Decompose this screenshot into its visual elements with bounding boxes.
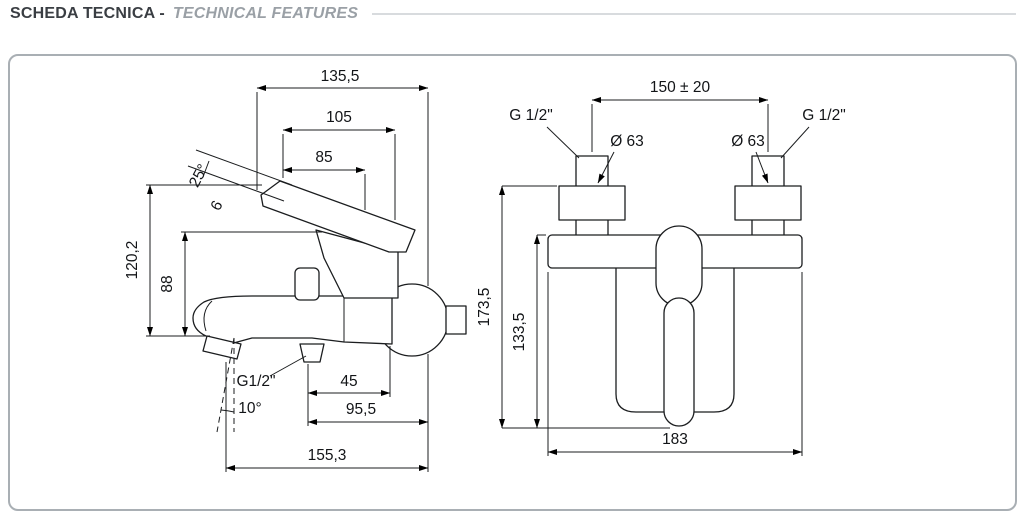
side-view-dimensions: 135,5 105 85 25° 6 120,2 88 xyxy=(124,68,429,472)
left-flange xyxy=(558,185,626,221)
front-view-dimensions: 150 ± 20 G 1/2" G 1/2" Ø 63 Ø 63 173,5 1… xyxy=(476,79,846,456)
thread-label-side: G1/2" xyxy=(236,373,275,390)
dim-45-label: 45 xyxy=(340,373,357,390)
dim-85-label: 85 xyxy=(315,149,332,166)
dim-183-label: 183 xyxy=(662,431,688,448)
right-nipple xyxy=(751,155,785,189)
side-view xyxy=(192,180,467,363)
right-flange xyxy=(734,185,802,221)
header: SCHEDA TECNICA - TECHNICAL FEATURES xyxy=(10,5,1016,23)
dim-150-label: 150 ± 20 xyxy=(650,79,711,96)
dim-173-label: 173,5 xyxy=(476,288,493,327)
page-title: SCHEDA TECNICA - xyxy=(10,5,165,22)
dim-120-label: 120,2 xyxy=(124,241,141,280)
spout-front xyxy=(663,297,695,427)
page-subtitle: TECHNICAL FEATURES xyxy=(172,5,359,22)
dim-105-label: 105 xyxy=(326,109,352,126)
dim-133-label: 133,5 xyxy=(511,313,528,352)
front-view xyxy=(547,155,803,427)
dim-6-label: 6 xyxy=(207,198,226,214)
thread-label-left: G 1/2" xyxy=(509,107,552,124)
diverter-knob xyxy=(294,267,320,301)
spout-detail xyxy=(203,300,213,332)
dia-63-right-label: Ø 63 xyxy=(731,133,765,150)
dia-63-left-label: Ø 63 xyxy=(610,133,644,150)
dim-135-label: 135,5 xyxy=(321,68,360,85)
dim-155-label: 155,3 xyxy=(308,447,347,464)
dim-88-label: 88 xyxy=(159,275,176,292)
drawing-frame xyxy=(8,54,1017,511)
thread-label-right: G 1/2" xyxy=(802,107,845,124)
spout xyxy=(192,295,393,345)
hose-connector xyxy=(299,343,325,363)
angle-10-label: 10° xyxy=(238,400,261,417)
wall-connector xyxy=(445,305,467,335)
dim-95-label: 95,5 xyxy=(346,401,376,418)
header-divider xyxy=(372,13,1016,15)
angle-25-label: 25° xyxy=(186,162,212,191)
cartridge-dome xyxy=(655,225,703,307)
